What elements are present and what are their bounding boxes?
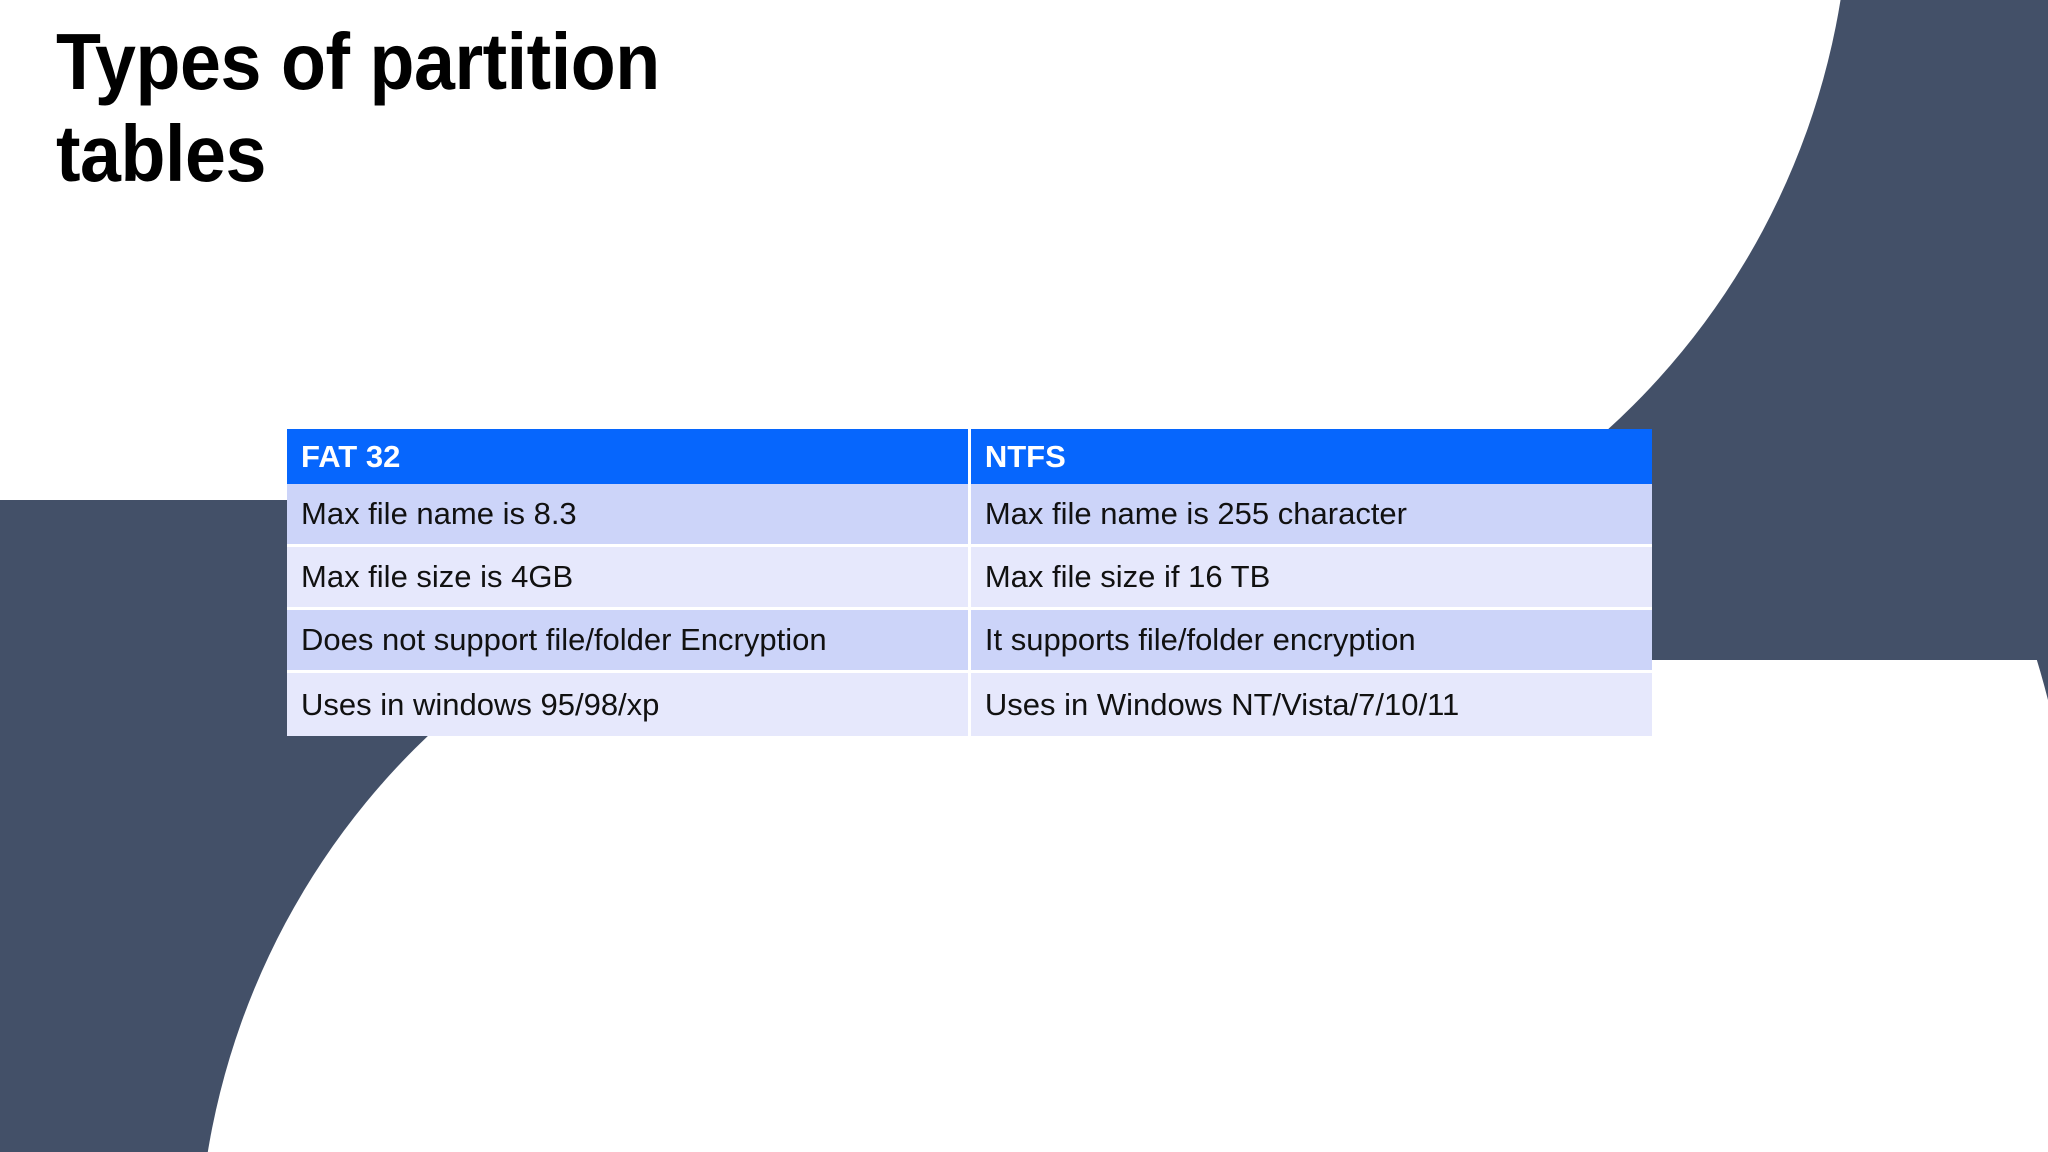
- table-row: Does not support file/folder Encryption …: [287, 610, 1652, 673]
- table-body: Max file name is 8.3 Max file name is 25…: [287, 484, 1652, 736]
- column-header-ntfs: NTFS: [970, 429, 1652, 484]
- filesystem-comparison-table: FAT 32 NTFS Max file name is 8.3 Max fil…: [287, 429, 1652, 736]
- table-cell: Max file size if 16 TB: [970, 547, 1652, 610]
- table-cell: Uses in windows 95/98/xp: [287, 673, 971, 736]
- table-cell: Max file name is 8.3: [287, 484, 971, 547]
- table-row: Max file size is 4GB Max file size if 16…: [287, 547, 1652, 610]
- table-cell: Max file size is 4GB: [287, 547, 971, 610]
- column-header-fat32: FAT 32: [287, 429, 971, 484]
- table-cell: Uses in Windows NT/Vista/7/10/11: [970, 673, 1652, 736]
- table-header: FAT 32 NTFS: [287, 429, 1652, 484]
- table-header-row: FAT 32 NTFS: [287, 429, 1652, 484]
- table-cell: Does not support file/folder Encryption: [287, 610, 971, 673]
- comparison-table-container: FAT 32 NTFS Max file name is 8.3 Max fil…: [287, 429, 1652, 736]
- table-row: Max file name is 8.3 Max file name is 25…: [287, 484, 1652, 547]
- table-cell: It supports file/folder encryption: [970, 610, 1652, 673]
- table-cell: Max file name is 255 character: [970, 484, 1652, 547]
- table-row: Uses in windows 95/98/xp Uses in Windows…: [287, 673, 1652, 736]
- page-title: Types of partition tables: [56, 17, 660, 198]
